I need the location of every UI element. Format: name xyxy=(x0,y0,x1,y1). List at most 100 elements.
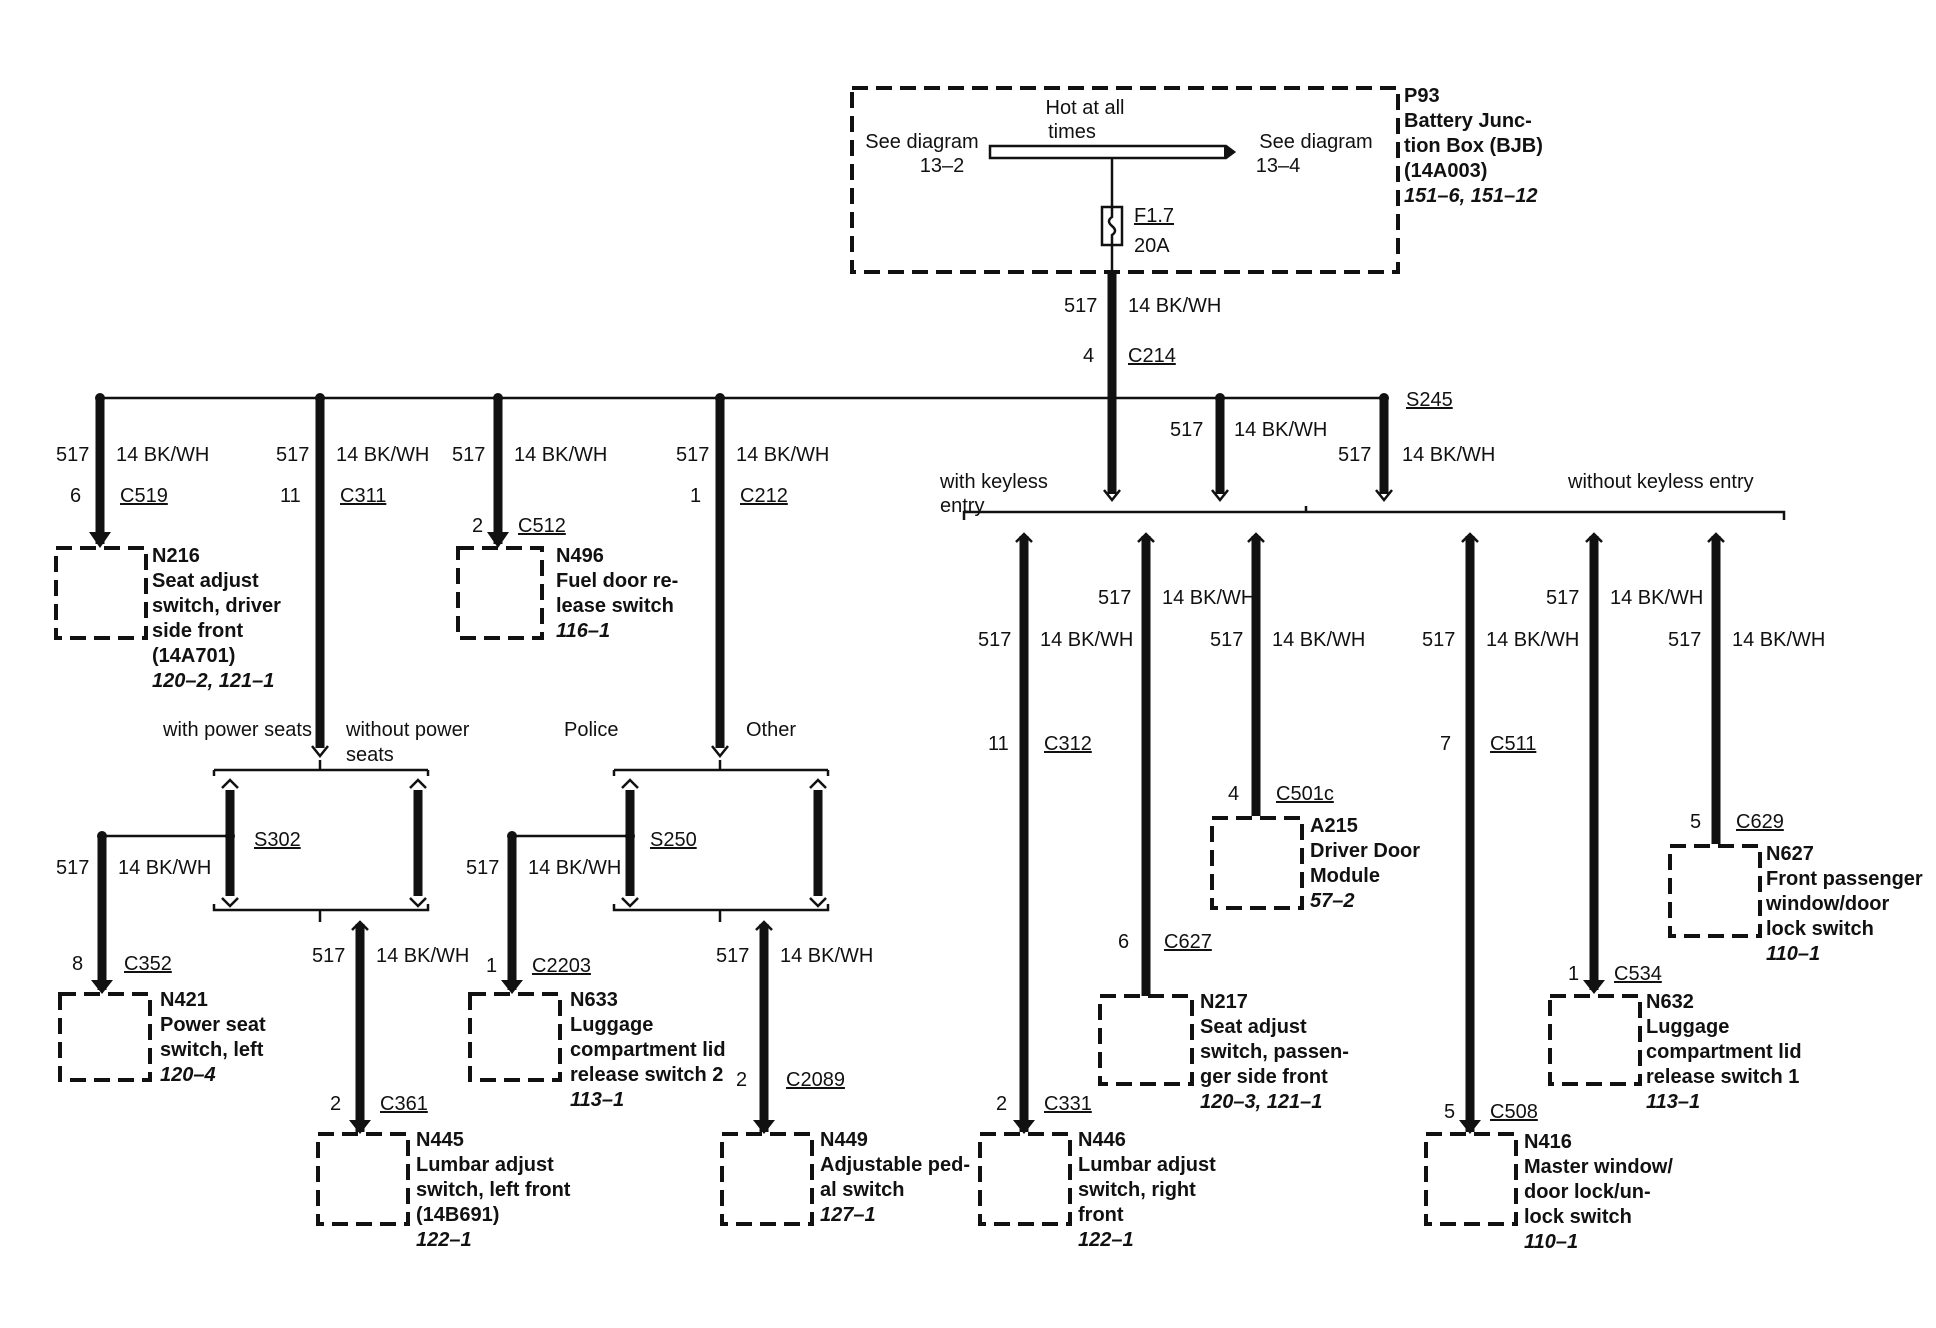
comp-line: compartment lid xyxy=(570,1039,726,1061)
component-box xyxy=(58,992,152,1082)
branch-n421: 517 14 BK/WH 8 C352 N421 Power seat swit… xyxy=(56,831,266,1086)
comp-id: N446 xyxy=(1078,1129,1126,1151)
arrow-icon xyxy=(349,1120,371,1134)
spec: 14 BK/WH xyxy=(1272,629,1365,651)
feed-spec: 14 BK/WH xyxy=(1128,295,1221,317)
without-power-seats-label: seats xyxy=(346,744,394,766)
pin: 1 xyxy=(486,955,497,977)
component-box xyxy=(468,992,562,1082)
other-label: Other xyxy=(746,719,796,741)
bus-arrow-right xyxy=(1224,146,1234,158)
connector: C361 xyxy=(380,1093,428,1115)
s250-group: S250 xyxy=(512,778,830,922)
pin: 2 xyxy=(736,1069,747,1091)
pin: 6 xyxy=(70,485,81,507)
c214-pin: 4 xyxy=(1083,345,1094,367)
merge-bracket xyxy=(212,904,430,922)
bjb-ref: 151–6, 151–12 xyxy=(1404,185,1537,207)
comp-line: ger side front xyxy=(1200,1066,1328,1088)
arrow-icon xyxy=(753,1120,775,1134)
comp-line: Luggage xyxy=(1646,1016,1729,1038)
s245-label: S245 xyxy=(1406,389,1453,411)
component-box xyxy=(1210,816,1304,910)
connector-cap xyxy=(351,920,369,931)
comp-line: (14B691) xyxy=(416,1204,499,1226)
comp-line: Driver Door xyxy=(1310,840,1420,862)
branch-n216: 517 14 BK/WH 6 C519 N216 Seat adjust swi… xyxy=(54,393,281,692)
spec: 14 BK/WH xyxy=(1486,629,1579,651)
spec: 14 BK/WH xyxy=(1162,587,1255,609)
arrow-icon xyxy=(1459,1120,1481,1134)
comp-ref: 122–1 xyxy=(416,1229,472,1251)
connector-cap xyxy=(1707,532,1725,543)
comp-ref: 120–2, 121–1 xyxy=(152,670,274,692)
comp-line: door lock/un- xyxy=(1524,1181,1651,1203)
spec: 14 BK/WH xyxy=(1402,444,1495,466)
comp-line: switch, driver xyxy=(152,595,281,617)
circuit: 517 xyxy=(276,444,309,466)
comp-line: switch, passen- xyxy=(1200,1041,1349,1063)
circuit: 517 xyxy=(466,857,499,879)
circuit: 517 xyxy=(1546,587,1579,609)
branch-a215: 517 14 BK/WH 4 C501c A215 Driver Door Mo… xyxy=(1210,532,1420,912)
option-bracket xyxy=(212,760,430,776)
with-keyless-label: entry xyxy=(940,495,984,517)
circuit: 517 xyxy=(1338,444,1371,466)
comp-line: lock switch xyxy=(1766,918,1874,940)
comp-line: Seat adjust xyxy=(1200,1016,1307,1038)
arrow-icon xyxy=(89,532,111,548)
see-left-1: See diagram xyxy=(865,131,978,153)
circuit: 517 xyxy=(1210,629,1243,651)
bjb-connector: P93 xyxy=(1404,85,1440,107)
connector: C519 xyxy=(120,485,168,507)
arrow-icon xyxy=(711,745,729,759)
connector: C352 xyxy=(124,953,172,975)
connector: C627 xyxy=(1164,931,1212,953)
comp-line: Luggage xyxy=(570,1014,653,1036)
without-power-seats-label: without power xyxy=(345,719,470,741)
component-box xyxy=(1668,844,1762,938)
with-keyless-label: with keyless xyxy=(939,471,1048,493)
branch-n496: 517 14 BK/WH 2 C512 N496 Fuel door re- l… xyxy=(452,393,678,642)
fuse-rating: 20A xyxy=(1134,235,1170,257)
circuit: 517 xyxy=(452,444,485,466)
branch-n217: 517 14 BK/WH 6 C627 N217 Seat adjust swi… xyxy=(1098,532,1349,1113)
comp-ref: 120–4 xyxy=(160,1064,216,1086)
spec: 14 BK/WH xyxy=(514,444,607,466)
comp-line: switch, left xyxy=(160,1039,264,1061)
connector: C508 xyxy=(1490,1101,1538,1123)
bjb-name-3: (14A003) xyxy=(1404,160,1487,182)
comp-line: Module xyxy=(1310,865,1380,887)
circuit: 517 xyxy=(716,945,749,967)
comp-ref: 110–1 xyxy=(1766,943,1820,965)
spec: 14 BK/WH xyxy=(736,444,829,466)
comp-ref: 116–1 xyxy=(556,620,610,642)
connector-cap xyxy=(1585,532,1603,543)
pin: 2 xyxy=(330,1093,341,1115)
connector: C312 xyxy=(1044,733,1092,755)
connector: C212 xyxy=(740,485,788,507)
spec: 14 BK/WH xyxy=(376,945,469,967)
pin: 8 xyxy=(72,953,83,975)
s302-label: S302 xyxy=(254,829,301,851)
connector: C2089 xyxy=(786,1069,845,1091)
comp-line: Lumbar adjust xyxy=(1078,1154,1216,1176)
spec: 14 BK/WH xyxy=(1610,587,1703,609)
feed-circuit: 517 xyxy=(1064,295,1097,317)
main-feed: 517 14 BK/WH 4 C214 S245 xyxy=(100,272,1453,411)
fuse-name: F1.7 xyxy=(1134,205,1174,227)
comp-line: (14A701) xyxy=(152,645,235,667)
connector-caps xyxy=(221,778,427,908)
comp-id: N421 xyxy=(160,989,208,1011)
police-label: Police xyxy=(564,719,618,741)
pin: 4 xyxy=(1228,783,1239,805)
comp-id: N633 xyxy=(570,989,618,1011)
comp-id: N632 xyxy=(1646,991,1694,1013)
comp-ref: 113–1 xyxy=(570,1089,624,1111)
arrow-icon xyxy=(1013,1120,1035,1134)
branch-n449: 517 14 BK/WH 2 C2089 N449 Adjustable ped… xyxy=(716,920,970,1226)
bjb-dashed-outline xyxy=(850,86,1400,274)
battery-junction-box: Hot at all times See diagram 13–2 See di… xyxy=(850,85,1543,274)
connector-cap xyxy=(1461,532,1479,543)
connector-cap xyxy=(1015,532,1033,543)
